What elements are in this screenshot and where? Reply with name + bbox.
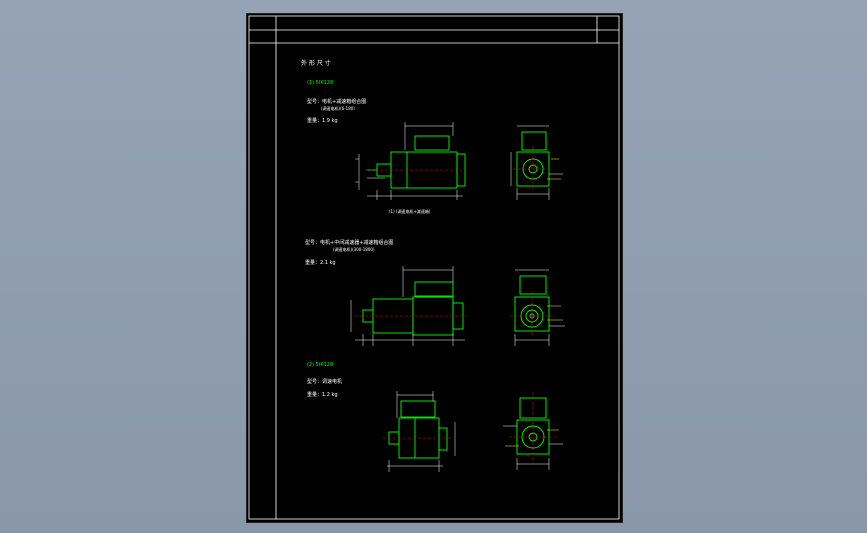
motor-2-side-view	[350, 266, 467, 346]
section-1-type: 型号：电机+减速箱组合图	[307, 98, 366, 105]
section-2-note: (调速电机)(300-1800)	[333, 246, 375, 252]
drawing-canvas: 外 形 尺 寸 (1) 5IK120 型号：电机+减速箱组合图 (调速电机)(6…	[248, 15, 620, 520]
section-3-weight: 重量：1.2 kg	[307, 391, 338, 398]
section-3-model: (2) 5IK120	[307, 362, 333, 368]
section-2-weight: 重量：2.1 kg	[305, 259, 336, 266]
section-1-note: (调速电机)(6-180)	[321, 105, 355, 111]
section-1-model: (1) 5IK120	[307, 80, 333, 86]
section-2-type: 型号：电机+中间减速器+减速箱组合图	[305, 239, 393, 246]
motor-3-front-view	[503, 392, 563, 470]
section-1-caption: (1) (调速电机+减速箱)	[389, 208, 431, 214]
drawing-sheet: 外 形 尺 寸 (1) 5IK120 型号：电机+减速箱组合图 (调速电机)(6…	[246, 13, 623, 523]
motor-3-side-view	[383, 391, 456, 472]
section-1-weight: 重量：1.9 kg	[307, 117, 338, 124]
section-3-type: 型号：调速电机	[307, 378, 342, 385]
motor-1-side-view	[355, 122, 466, 200]
motor-2-front-view	[510, 269, 565, 346]
drawing-heading: 外 形 尺 寸	[301, 59, 331, 67]
motor-1-front-view	[510, 125, 563, 200]
title-block-frame	[248, 15, 620, 520]
